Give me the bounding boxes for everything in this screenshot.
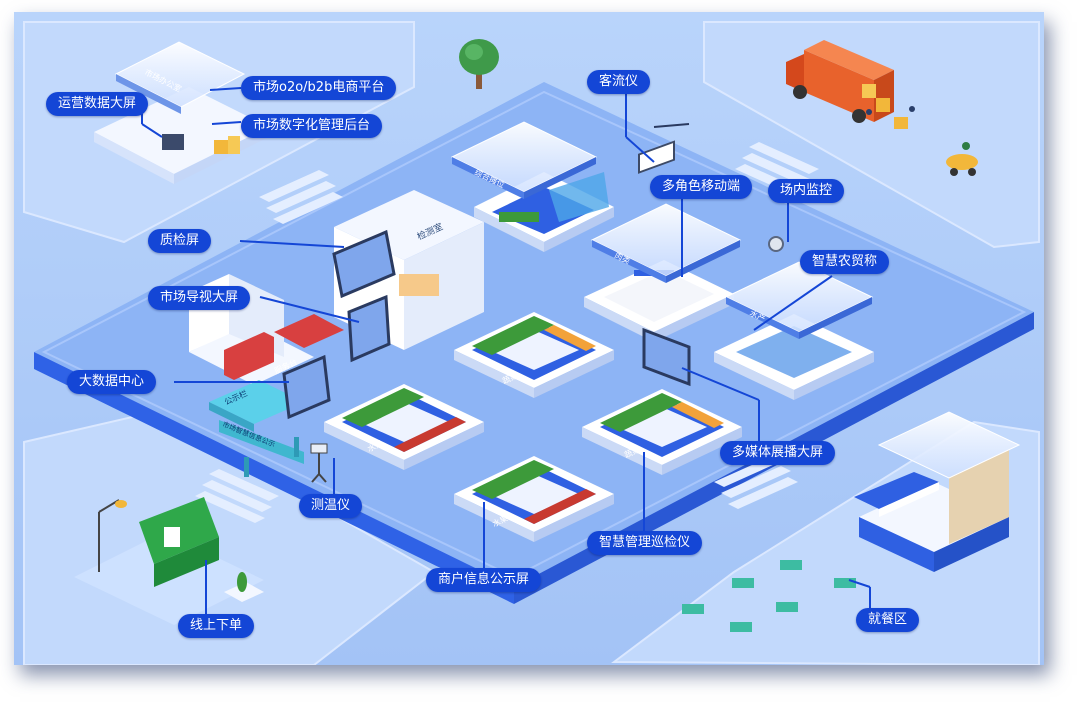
- aquatic-stall-bottom: 水果: [454, 456, 614, 542]
- thermometer-device: [310, 443, 328, 483]
- multimedia-screen-device: [642, 327, 691, 387]
- label-merchant-info-screen: 商户信息公示屏: [426, 568, 542, 592]
- ops-monitor: [162, 134, 184, 150]
- steps: [195, 142, 819, 523]
- label-monitoring: 场内监控: [768, 179, 845, 203]
- scooter: [946, 142, 978, 176]
- label-dining-area: 就餐区: [856, 608, 920, 632]
- integrated-stall: 综合摊位: [450, 121, 614, 252]
- label-ops-screen: 运营数据大屏: [46, 92, 149, 116]
- label-people-counter: 客流仪: [587, 70, 651, 94]
- tree: [459, 39, 499, 89]
- label-ecommerce-platform: 市场o2o/b2b电商平台: [241, 76, 397, 100]
- camera-device: [768, 236, 784, 252]
- aquatic-stall-right: 水产: [714, 261, 874, 400]
- label-digital-backend: 市场数字化管理后台: [241, 114, 383, 138]
- dining-tables: [682, 560, 856, 632]
- illustration-frame: 市场办公室 检测室: [14, 12, 1044, 665]
- smart-market-scene: 市场办公室 检测室: [14, 12, 1044, 665]
- meat-stall: 肉类: [584, 203, 742, 342]
- label-online-order: 线上下单: [178, 614, 255, 638]
- label-multi-role-mobile: 多角色移动端: [650, 175, 753, 199]
- label-smart-scale: 智慧农贸称: [800, 250, 890, 274]
- online-order-lounge: [74, 497, 264, 625]
- label-guide-screen: 市场导视大屏: [148, 286, 251, 310]
- quality-screen-device: [332, 229, 396, 299]
- guide-screen-device: [347, 294, 391, 363]
- fruit-stall-left: 水果: [324, 384, 484, 470]
- people-counter-device: [638, 123, 690, 174]
- vegetable-stall-center: 蔬菜: [454, 312, 614, 398]
- label-smart-patrol: 智慧管理巡检仪: [587, 531, 703, 555]
- delivery-truck: [786, 40, 915, 129]
- label-quality-screen: 质检屏: [148, 229, 212, 253]
- bigdata-screen-device: [282, 354, 331, 420]
- dining-shop: [854, 411, 1021, 572]
- label-thermometer: 测温仪: [299, 494, 363, 518]
- label-bigdata-center: 大数据中心: [67, 370, 157, 394]
- fruit-stall-right: 蔬菜: [582, 389, 742, 475]
- label-multimedia-screen: 多媒体展播大屏: [720, 441, 836, 465]
